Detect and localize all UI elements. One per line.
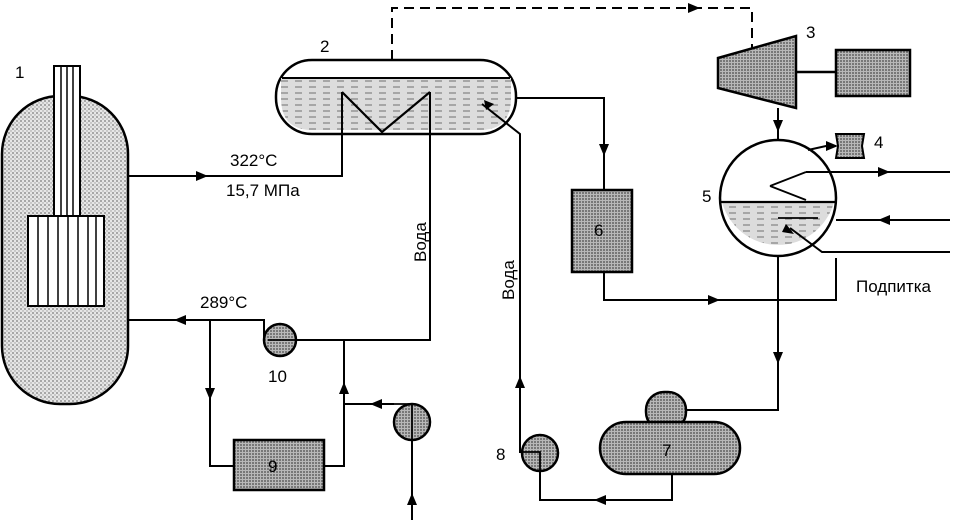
ejector-icon bbox=[834, 133, 866, 159]
makeup-pump-icon bbox=[392, 402, 432, 442]
control-rods bbox=[53, 65, 81, 217]
label-makeup: Подпитка bbox=[856, 277, 932, 296]
separator-6 bbox=[570, 188, 634, 274]
deaerator bbox=[598, 390, 742, 476]
label-hot-leg-temperature: 322°C bbox=[230, 151, 277, 170]
label-feed-pump-number: 8 bbox=[496, 445, 505, 464]
reactor bbox=[0, 65, 130, 406]
reactor-core bbox=[27, 215, 105, 307]
label-steam-generator-number: 2 bbox=[320, 37, 329, 56]
label-circulation-pump-number: 10 bbox=[268, 367, 287, 386]
condenser bbox=[718, 138, 838, 258]
label-condenser-number: 5 bbox=[702, 187, 711, 206]
label-unit-6-number: 6 bbox=[594, 221, 603, 240]
circulation-pump-icon bbox=[262, 322, 298, 358]
label-reactor-number: 1 bbox=[15, 63, 24, 82]
label-hot-leg-pressure: 15,7 МПа bbox=[226, 181, 300, 200]
label-unit-9-number: 9 bbox=[268, 457, 277, 476]
label-cold-leg-temperature: 289°C bbox=[200, 293, 247, 312]
turbine bbox=[716, 34, 798, 110]
label-water-primary: Вода bbox=[411, 222, 430, 262]
label-turbine-number: 3 bbox=[806, 23, 815, 42]
feed-pump-icon bbox=[520, 433, 560, 473]
purification-unit bbox=[232, 438, 326, 492]
steam-generator bbox=[274, 58, 518, 136]
label-water-feed: Вода bbox=[499, 260, 518, 300]
label-ejector-number: 4 bbox=[874, 133, 883, 152]
electric-generator bbox=[834, 48, 912, 98]
flow-arrows bbox=[174, 3, 890, 505]
label-deaerator-number: 7 bbox=[662, 441, 671, 460]
